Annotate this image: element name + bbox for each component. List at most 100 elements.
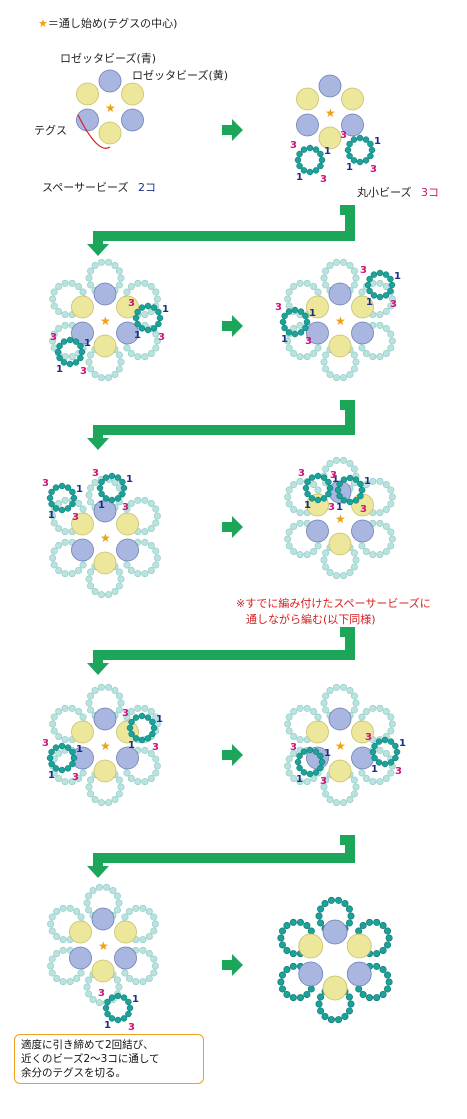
count-one: 1 (128, 740, 135, 751)
small-bead (376, 778, 384, 786)
small-bead (382, 749, 390, 757)
rosetta-bead (71, 538, 94, 562)
small-bead (340, 799, 348, 807)
small-bead (310, 548, 318, 556)
small-bead (87, 568, 95, 576)
small-bead (290, 733, 298, 741)
small-bead (61, 736, 69, 744)
small-bead (340, 476, 348, 483)
small-bead (326, 371, 334, 379)
small-bead (52, 505, 60, 512)
small-bead (147, 749, 155, 757)
small-bead (310, 707, 318, 715)
small-bead (47, 920, 55, 928)
small-bead (362, 548, 370, 556)
small-bead (346, 140, 353, 148)
count-three: 3 (92, 468, 99, 479)
count-one: 1 (104, 1020, 111, 1031)
small-bead (150, 969, 158, 977)
small-bead (322, 790, 330, 798)
small-bead (352, 358, 360, 366)
small-bead (89, 996, 97, 1004)
small-bead (139, 936, 147, 944)
count-three: 3 (328, 502, 335, 513)
small-bead (61, 353, 69, 361)
small-bead (134, 778, 142, 786)
small-bead (85, 274, 93, 282)
small-bead (321, 1013, 329, 1021)
small-bead (123, 769, 131, 777)
small-bead (48, 969, 56, 977)
rosetta-bead (93, 759, 117, 783)
small-bead (350, 351, 358, 359)
small-bead (285, 727, 293, 735)
small-bead (141, 528, 149, 536)
small-bead (147, 775, 155, 783)
small-bead (48, 760, 55, 768)
small-bead (138, 712, 146, 720)
small-bead (125, 1010, 132, 1018)
small-bead (375, 738, 383, 745)
small-bead (155, 308, 162, 316)
center-star-icon: ★ (335, 739, 346, 753)
small-bead (68, 704, 76, 712)
small-bead (151, 962, 159, 970)
small-bead (373, 950, 381, 958)
small-bead (350, 706, 358, 714)
small-bead (306, 168, 314, 176)
star-icon: ★ (38, 17, 48, 30)
row-connector-arrow-icon (87, 205, 355, 256)
small-bead (326, 459, 334, 467)
small-bead (50, 547, 58, 555)
small-bead (85, 990, 93, 998)
small-bead (290, 350, 298, 358)
small-bead (375, 759, 383, 766)
small-bead (111, 261, 119, 269)
small-bead (322, 692, 330, 700)
small-bead (278, 927, 286, 935)
small-bead (115, 899, 123, 907)
small-bead (87, 706, 95, 714)
small-bead (151, 920, 159, 928)
rosetta-bead (114, 946, 137, 970)
small-bead (317, 1007, 325, 1015)
small-bead (367, 140, 374, 148)
small-bead (345, 905, 353, 913)
small-bead (387, 759, 395, 766)
small-bead (109, 886, 117, 894)
small-bead (117, 274, 125, 282)
small-bead (320, 495, 328, 502)
small-bead (356, 134, 364, 142)
small-bead (102, 1004, 110, 1012)
small-bead (59, 978, 67, 986)
small-bead (139, 978, 147, 986)
small-bead (332, 572, 340, 580)
small-bead (83, 983, 91, 991)
count-three: 3 (98, 988, 105, 999)
small-bead (115, 983, 123, 991)
small-bead (50, 330, 58, 338)
small-bead (141, 746, 149, 754)
small-bead (373, 918, 381, 926)
small-bead (114, 474, 122, 481)
small-bead (285, 500, 293, 508)
small-bead (296, 162, 303, 170)
small-bead (341, 1013, 349, 1021)
small-bead (340, 572, 348, 580)
small-bead (350, 790, 358, 798)
count-one: 1 (332, 474, 339, 485)
step-arrow-shape (222, 315, 243, 337)
small-bead (290, 707, 298, 715)
small-bead (111, 371, 119, 379)
small-bead (138, 736, 146, 744)
small-bead (49, 337, 57, 345)
small-bead (277, 978, 285, 986)
small-bead (350, 267, 358, 275)
small-bead (388, 493, 396, 501)
small-bead (79, 713, 87, 721)
small-bead (75, 775, 83, 783)
count-one: 1 (281, 334, 288, 345)
small-bead (379, 965, 387, 973)
